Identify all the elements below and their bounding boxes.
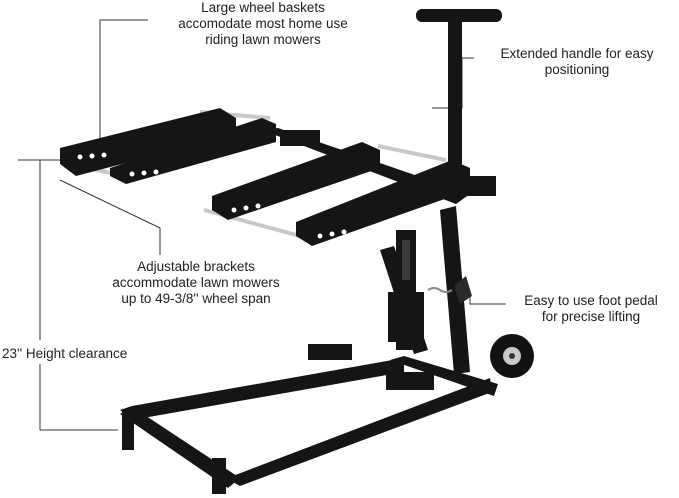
callout-line: Large wheel baskets (201, 0, 325, 15)
upper-tube-bracket (280, 130, 320, 146)
chrome-rod-rear-right (377, 144, 447, 162)
wheel-axle (509, 353, 515, 359)
right-basket-front-plate (296, 160, 470, 246)
base-left-post (122, 410, 134, 450)
callout-line: Extended handle for easy (500, 46, 654, 61)
callout-wheel-baskets: Large wheel baskets accomodate most home… (148, 0, 378, 48)
callout-line: accommodate lawn mowers (112, 275, 280, 290)
callout-line: up to 49-3/8'' wheel span (121, 291, 271, 306)
right-wheel-basket (212, 142, 470, 246)
left-basket-front-plate (110, 118, 276, 184)
base-tube-left (308, 344, 352, 360)
base-left-rail (120, 358, 404, 420)
callout-line: accomodate most home use (178, 16, 348, 31)
callout-foot-pedal: Easy to use foot pedal for precise lifti… (506, 293, 676, 325)
left-basket-holes (77, 152, 159, 177)
callout-line: for precise lifting (541, 309, 641, 324)
hydraulic-ram (402, 240, 410, 280)
base-tube-right (386, 372, 434, 390)
left-basket-rear-plate (60, 108, 236, 176)
callout-extended-handle: Extended handle for easy positioning (472, 46, 679, 78)
leader-line-baskets (99, 19, 148, 140)
lift-arm-right (440, 206, 470, 374)
base-front-bar (120, 408, 240, 488)
rear-wheel (490, 334, 534, 378)
foot-pedal (427, 276, 472, 304)
callout-height-clearance: 23'' Height clearance (2, 346, 162, 362)
right-basket-holes (231, 203, 347, 239)
lift-mechanism (380, 206, 470, 374)
base-frame (120, 344, 498, 494)
handle-shaft (448, 14, 462, 164)
right-basket-rear-plate (212, 142, 380, 220)
base-right-rail (226, 378, 492, 486)
callout-adjustable-brackets: Adjustable brackets accommodate lawn mow… (96, 259, 296, 307)
leader-line-brackets (59, 179, 161, 255)
callout-line: riding lawn mowers (205, 32, 321, 47)
return-spring (427, 287, 453, 293)
leader-lines (18, 19, 506, 431)
callout-line: Adjustable brackets (137, 259, 255, 274)
pump-body (388, 292, 424, 342)
callout-line: Easy to use foot pedal (524, 293, 658, 308)
left-wheel-basket (60, 108, 276, 184)
callout-line: 23'' Height clearance (2, 346, 128, 361)
base-right-post (212, 458, 226, 494)
base-rear-bar (390, 356, 498, 396)
callout-line: positioning (544, 62, 610, 77)
foot-pedal-plate (454, 276, 472, 304)
